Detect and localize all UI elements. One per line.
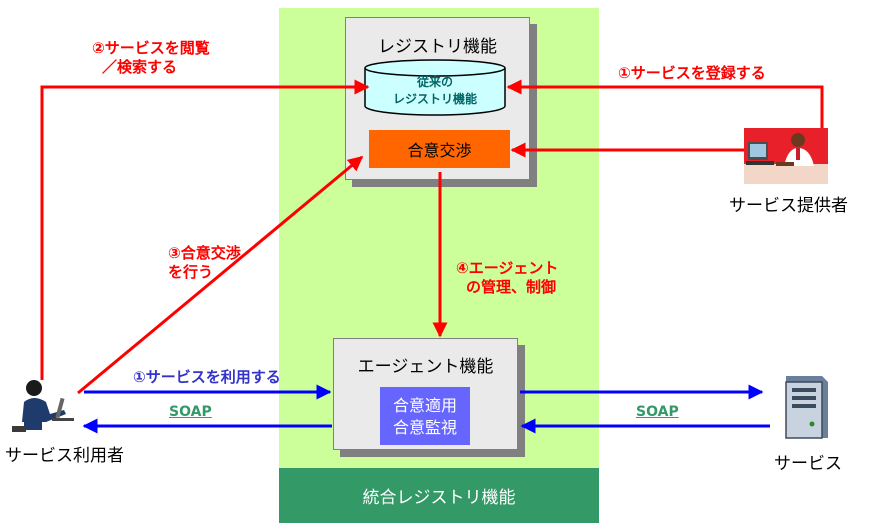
legacy-registry-cylinder	[364, 59, 506, 116]
soap-right-label: SOAP	[636, 404, 679, 420]
agent-inner-line-1: 合意適用	[392, 396, 457, 415]
browse-label-line-1: ②サービスを閲覧	[92, 39, 210, 57]
agreement-negotiation-box: 合意交渉	[369, 130, 510, 168]
service-caption: サービス	[774, 454, 842, 474]
soap-left-label: SOAP	[169, 404, 212, 420]
browse-label-line-2: ／検索する	[102, 58, 178, 76]
server-tower-icon	[785, 376, 828, 439]
person-at-computer-icon	[744, 128, 828, 184]
agent-title: エージェント機能	[357, 357, 494, 377]
manage-label-line-2: の管理、制御	[466, 278, 557, 296]
integrated-registry-label: 統合レジストリ機能	[279, 468, 599, 523]
agreement-apply-monitor-box: 合意適用 合意監視	[380, 387, 470, 445]
user-caption: サービス利用者	[5, 446, 124, 466]
browse-arrow	[40, 79, 370, 380]
register-label: ①サービスを登録する	[618, 64, 766, 82]
register-arrow	[506, 79, 824, 128]
manage-label: ④エージェント の管理、制御	[456, 259, 558, 297]
legacy-line-1: 従来の	[416, 75, 453, 89]
browse-label: ②サービスを閲覧 ／検索する	[92, 39, 210, 77]
person-at-laptop-icon	[12, 380, 74, 432]
agent-inner-line-2: 合意監視	[392, 418, 457, 437]
negotiate-label: ③合意交渉 を行う	[168, 244, 241, 282]
legacy-registry-label: 従来の レジストリ機能	[363, 74, 507, 108]
negotiate-label-line-2: を行う	[168, 263, 214, 281]
negotiate-arrow	[77, 155, 364, 395]
provider-caption: サービス提供者	[729, 196, 848, 216]
negotiate-label-line-1: ③合意交渉	[168, 244, 241, 262]
registry-title: レジストリ機能	[378, 37, 497, 57]
manage-label-line-1: ④エージェント	[456, 259, 559, 277]
use-service-label: ①サービスを利用する	[133, 368, 281, 386]
legacy-line-2: レジストリ機能	[392, 92, 477, 106]
